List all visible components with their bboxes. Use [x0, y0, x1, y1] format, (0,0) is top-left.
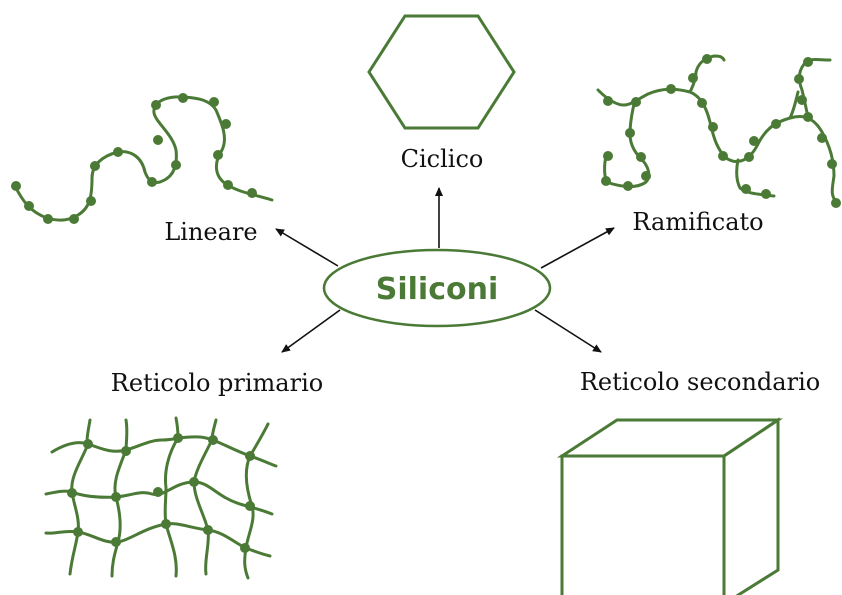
center-node: Siliconi: [322, 248, 552, 328]
label-cyclic: Ciclico: [401, 145, 484, 173]
center-ellipse: [322, 248, 552, 328]
arrow-to-secondary-network: [534, 309, 602, 353]
branched-chain-icon: [596, 54, 841, 208]
cube-icon: [556, 417, 783, 595]
label-primary-network: Reticolo primario: [111, 369, 323, 397]
arrow-to-primary-network: [281, 309, 341, 353]
hexagon-icon: [367, 14, 516, 130]
primary-network-icon: [44, 416, 278, 580]
linear-chain-atoms: [11, 93, 257, 224]
label-secondary-network: Reticolo secondario: [580, 368, 820, 396]
branched-chain-atoms: [601, 54, 841, 208]
label-branched: Ramificato: [632, 208, 763, 236]
arrow-to-linear: [275, 228, 339, 267]
label-linear: Lineare: [164, 218, 257, 246]
primary-network-atoms: [67, 433, 255, 553]
center-label: Siliconi: [376, 272, 499, 307]
linear-chain-icon: [11, 93, 274, 224]
arrow-to-branched: [540, 227, 615, 269]
arrows: [275, 187, 615, 353]
